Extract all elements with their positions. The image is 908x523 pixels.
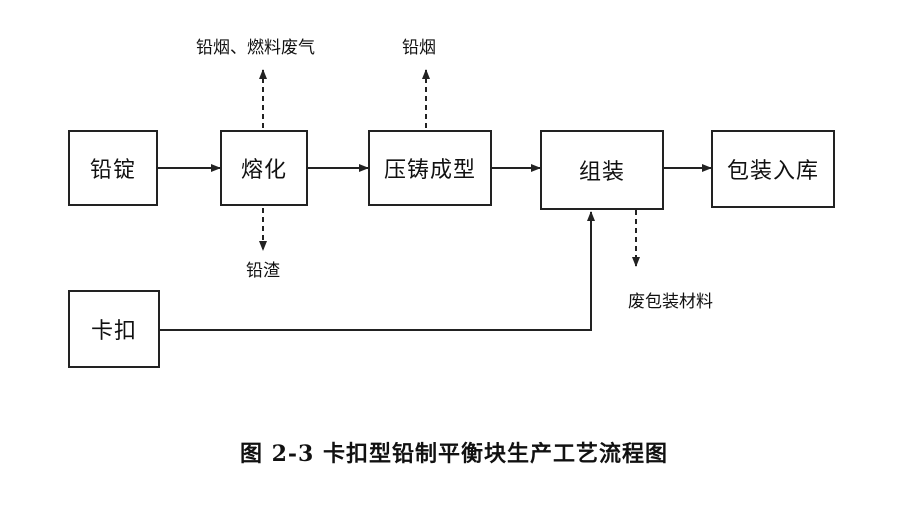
figure-caption: 图 2-3 卡扣型铅制平衡块生产工艺流程图 [239, 441, 669, 467]
emission-label-melting-bottom: 铅渣 [246, 261, 280, 281]
arrow-clip-to-assembly [160, 211, 595, 331]
emission-label-casting-top: 铅烟 [402, 38, 436, 58]
node-die-casting-label: 压铸成型 [383, 158, 476, 183]
node-lead-ingot-label: 铅锭 [89, 158, 136, 183]
node-packaging-label: 包装入库 [726, 159, 819, 184]
node-clip-label: 卡扣 [90, 319, 137, 344]
node-assembly: 组装 [540, 130, 664, 210]
node-die-casting: 压铸成型 [368, 130, 492, 206]
node-assembly-label: 组装 [578, 160, 625, 185]
node-clip: 卡扣 [68, 290, 160, 368]
emission-label-assembly-bottom: 废包装材料 [628, 292, 713, 312]
node-melting-label: 熔化 [240, 158, 287, 183]
node-melting: 熔化 [220, 130, 308, 206]
node-lead-ingot: 铅锭 [68, 130, 158, 206]
emission-label-melting-top: 铅烟、燃料废气 [196, 38, 315, 58]
node-packaging: 包装入库 [711, 130, 835, 208]
